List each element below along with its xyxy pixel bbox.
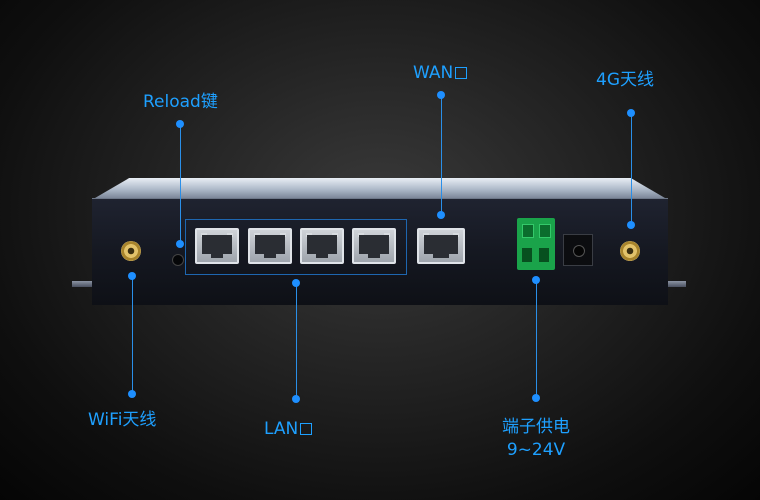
lan-ports-group bbox=[185, 219, 407, 275]
wifi-antenna-label: WiFi天线 bbox=[88, 410, 157, 430]
power-label-line2: 9~24V bbox=[506, 440, 566, 460]
reload-callout-dot bbox=[176, 240, 184, 248]
wifi-callout-dot bbox=[128, 272, 136, 280]
lan-port-3 bbox=[300, 228, 344, 264]
lan-callout-line bbox=[296, 283, 297, 399]
wifi-callout-dot bbox=[128, 390, 136, 398]
reload-callout-line bbox=[180, 124, 181, 244]
wifi-antenna-connector-icon bbox=[121, 241, 141, 261]
power-terminal-block-icon bbox=[517, 218, 555, 270]
power-label: 端子供电 9~24V bbox=[490, 417, 582, 460]
left-mounting-flange bbox=[72, 281, 96, 287]
4g-antenna-label: 4G天线 bbox=[596, 70, 654, 90]
wan-callout-line bbox=[441, 95, 442, 215]
wan-callout-dot bbox=[437, 211, 445, 219]
lan-port-4 bbox=[352, 228, 396, 264]
wan-callout-dot bbox=[437, 91, 445, 99]
right-mounting-flange bbox=[664, 281, 686, 287]
power-callout-dot bbox=[532, 276, 540, 284]
wan-label: WAN bbox=[413, 63, 468, 83]
device-top-panel bbox=[95, 178, 665, 198]
square-glyph-icon bbox=[300, 423, 313, 435]
4g-callout-dot bbox=[627, 221, 635, 229]
reload-button[interactable] bbox=[172, 254, 184, 266]
lan-label: LAN bbox=[264, 419, 313, 439]
4g-callout-dot bbox=[627, 109, 635, 117]
lan-callout-dot bbox=[292, 395, 300, 403]
4g-antenna-connector-icon bbox=[620, 241, 640, 261]
reload-callout-dot bbox=[176, 120, 184, 128]
wifi-callout-line bbox=[132, 276, 133, 394]
power-callout-line bbox=[536, 280, 537, 398]
power-callout-dot bbox=[532, 394, 540, 402]
4g-callout-line bbox=[631, 113, 632, 225]
power-label-line1: 端子供电 bbox=[502, 417, 570, 437]
dc-power-jack-icon bbox=[563, 234, 593, 266]
lan-port-1 bbox=[195, 228, 239, 264]
square-glyph-icon bbox=[455, 67, 468, 79]
wan-port bbox=[417, 228, 465, 264]
lan-callout-dot bbox=[292, 279, 300, 287]
lan-port-2 bbox=[248, 228, 292, 264]
reload-label: Reload键 bbox=[143, 92, 218, 112]
